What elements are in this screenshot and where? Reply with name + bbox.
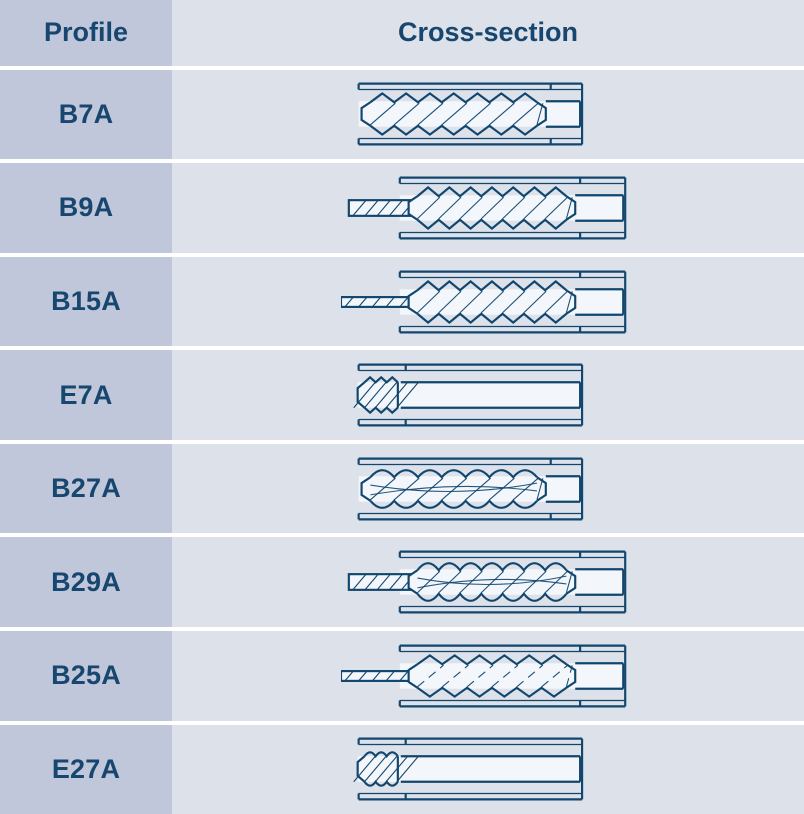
- cross-section-svg-b9a: [347, 176, 627, 240]
- cross-section-drawing-b29a: [341, 543, 635, 621]
- cross-section-cell-b27a: [172, 443, 804, 534]
- cross-section-cell-b15a: [172, 256, 804, 347]
- cross-section-cell-e7a: [172, 350, 804, 440]
- profile-label: E7A: [59, 379, 113, 410]
- cross-section-svg-e7a: [353, 363, 584, 427]
- cross-section-drawing-b7a: [341, 75, 635, 153]
- cross-section-svg-b15a: [341, 270, 627, 333]
- cross-section-cell-b9a: [172, 163, 804, 253]
- table-row: B25A: [0, 630, 804, 721]
- table-header-row: Profile Cross-section: [0, 0, 804, 66]
- cross-section-svg-e27a: [353, 737, 584, 801]
- profile-label: B25A: [51, 660, 121, 691]
- table-row: B15A: [0, 256, 804, 347]
- table-row: B9A: [0, 163, 804, 253]
- profile-label: B27A: [51, 473, 121, 504]
- cross-section-svg-b7a: [357, 82, 584, 146]
- cross-section-cell-b29a: [172, 537, 804, 627]
- cross-section-svg-b25a: [341, 644, 627, 708]
- header-cell-cross-section: Cross-section: [172, 0, 804, 66]
- cross-section-drawing-b15a: [341, 263, 635, 341]
- cross-section-drawing-b25a: [341, 637, 635, 715]
- cross-section-drawing-b27a: [341, 450, 635, 528]
- profile-label: B29A: [51, 566, 121, 597]
- column-header-profile: Profile: [43, 17, 129, 48]
- profile-cell-b7a: B7A: [0, 69, 172, 160]
- table-row: B29A: [0, 537, 804, 627]
- cross-section-drawing-b9a: [341, 169, 635, 247]
- table-row: E27A: [0, 724, 804, 814]
- header-cell-profile: Profile: [0, 0, 172, 66]
- table-row: B27A: [0, 443, 804, 534]
- table-row: B7A: [0, 69, 804, 160]
- profile-label: B15A: [51, 286, 121, 317]
- profile-label: E27A: [51, 753, 121, 784]
- profile-label: B9A: [58, 192, 114, 223]
- cross-section-drawing-e7a: [341, 356, 635, 434]
- cross-section-cell-b7a: [172, 69, 804, 160]
- profile-cell-b9a: B9A: [0, 163, 172, 253]
- table-row: E7A: [0, 350, 804, 440]
- profile-cell-b15a: B15A: [0, 256, 172, 347]
- profile-cell-b25a: B25A: [0, 630, 172, 721]
- cross-section-cell-b25a: [172, 630, 804, 721]
- column-header-cross-section: Cross-section: [397, 17, 579, 48]
- cross-section-svg-b29a: [347, 550, 627, 614]
- profile-cell-b27a: B27A: [0, 443, 172, 534]
- profile-cell-b29a: B29A: [0, 537, 172, 627]
- profile-cell-e7a: E7A: [0, 350, 172, 440]
- cross-section-drawing-e27a: [341, 730, 635, 808]
- profile-cell-e27a: E27A: [0, 724, 172, 814]
- cross-section-cell-e27a: [172, 724, 804, 814]
- cross-section-svg-b27a: [357, 457, 584, 521]
- profile-label: B7A: [58, 98, 114, 129]
